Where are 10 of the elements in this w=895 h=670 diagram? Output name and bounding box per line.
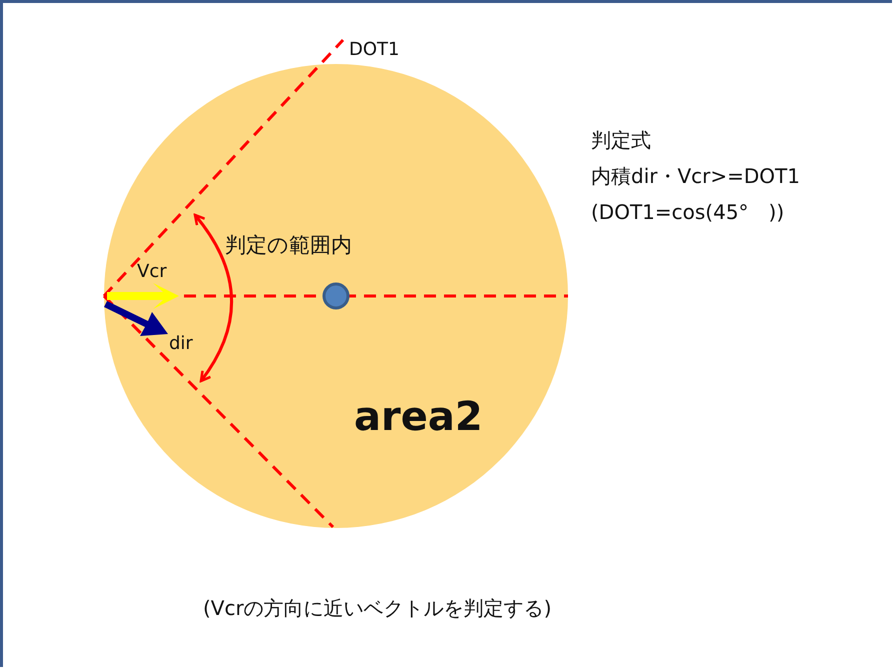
range-label: 判定の範囲内 — [225, 232, 352, 259]
formula-title: 判定式 — [591, 127, 651, 154]
line-label: DOT1 — [349, 39, 400, 60]
formula-text: (DOT1=cos(45° )) — [591, 199, 784, 226]
area-label: area2 — [354, 394, 483, 440]
caption: (Vcrの方向に近いベクトルを判定する) — [203, 595, 552, 622]
formula-text: 内積dir・Vcr>=DOT1 — [591, 163, 800, 190]
vector-label: dir — [169, 333, 193, 354]
vector-label: Vcr — [137, 261, 167, 282]
circular-area — [104, 64, 568, 528]
